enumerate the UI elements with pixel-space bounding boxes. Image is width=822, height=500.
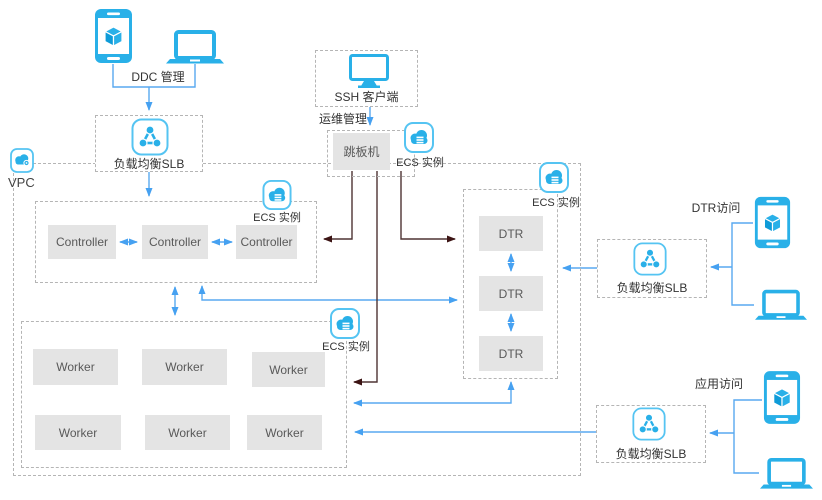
dtr-group-box — [463, 189, 558, 379]
dtr-node-2: DTR — [479, 276, 543, 311]
slb-load-balancer-icon — [630, 407, 668, 441]
laptop-icon — [166, 30, 224, 64]
dtr-worker-line — [353, 381, 515, 407]
controller-group-box — [35, 201, 317, 283]
dtr-node-3: DTR — [479, 336, 543, 371]
app-access-title: 应用访问 — [694, 377, 743, 391]
worker-node-6: Worker — [247, 415, 322, 450]
laptop-icon — [755, 288, 807, 322]
worker-node-5: Worker — [145, 415, 230, 450]
jumpbox-to-dtr-line — [400, 171, 456, 243]
worker-node-2: Worker — [142, 349, 227, 385]
slb-dtr-label: 负载均衡SLB — [616, 281, 688, 295]
ddc-management-label: DDC 管理 — [131, 70, 185, 84]
jumpbox-to-worker-line — [353, 171, 378, 386]
controller-node-1: Controller — [48, 225, 116, 259]
worker-node-3: Worker — [252, 352, 325, 387]
smartphone-icon — [762, 370, 802, 425]
dtr-devices-bracket — [731, 222, 754, 306]
smartphone-icon — [753, 192, 792, 253]
ops-management-label: 运维管理 — [319, 112, 368, 126]
ecs-label-controller: ECS 实例 — [253, 212, 301, 224]
worker-node-4: Worker — [35, 415, 121, 450]
controller-node-2: Controller — [142, 225, 208, 259]
ecs-instance-icon — [539, 162, 569, 193]
laptop-icon — [760, 457, 813, 490]
controller-dtr-line — [198, 285, 458, 304]
monitor-icon — [349, 54, 389, 88]
ecs-instance-icon — [330, 308, 360, 339]
slb-load-balancer-icon — [131, 118, 169, 156]
jumpbox-group-box — [327, 130, 415, 177]
ecs-label-worker: ECS 实例 — [322, 341, 370, 353]
worker-group-box — [21, 321, 347, 468]
ecs-label-jumpbox: ECS 实例 — [396, 157, 444, 169]
maroon-arrows — [323, 171, 456, 386]
ecs-label-dtr: ECS 实例 — [532, 197, 580, 209]
jumpbox-label: 跳板机 — [343, 145, 380, 159]
smartphone-icon — [93, 8, 134, 64]
jumpbox-node: 跳板机 — [333, 133, 390, 170]
dtr-access-title: DTR访问 — [691, 201, 741, 215]
ssh-client-label: SSH 客户端 — [334, 90, 399, 104]
vpc-cloud-icon — [10, 148, 34, 173]
slb-main-label: 负载均衡SLB — [113, 157, 185, 171]
ddc-bracket-line — [112, 64, 196, 88]
slb-load-balancer-icon — [631, 242, 669, 276]
controller-node-3: Controller — [236, 225, 297, 259]
vpc-label: VPC — [8, 175, 35, 190]
jumpbox-to-controller-line — [323, 171, 353, 243]
app-devices-bracket — [733, 399, 762, 474]
worker-node-1: Worker — [33, 349, 118, 385]
ecs-instance-icon — [404, 122, 434, 153]
vpc-boundary — [13, 163, 581, 476]
dtr-node-1: DTR — [479, 216, 543, 251]
ecs-instance-icon — [261, 180, 293, 210]
slb-app-label: 负载均衡SLB — [615, 447, 687, 461]
blue-arrows — [112, 64, 762, 474]
